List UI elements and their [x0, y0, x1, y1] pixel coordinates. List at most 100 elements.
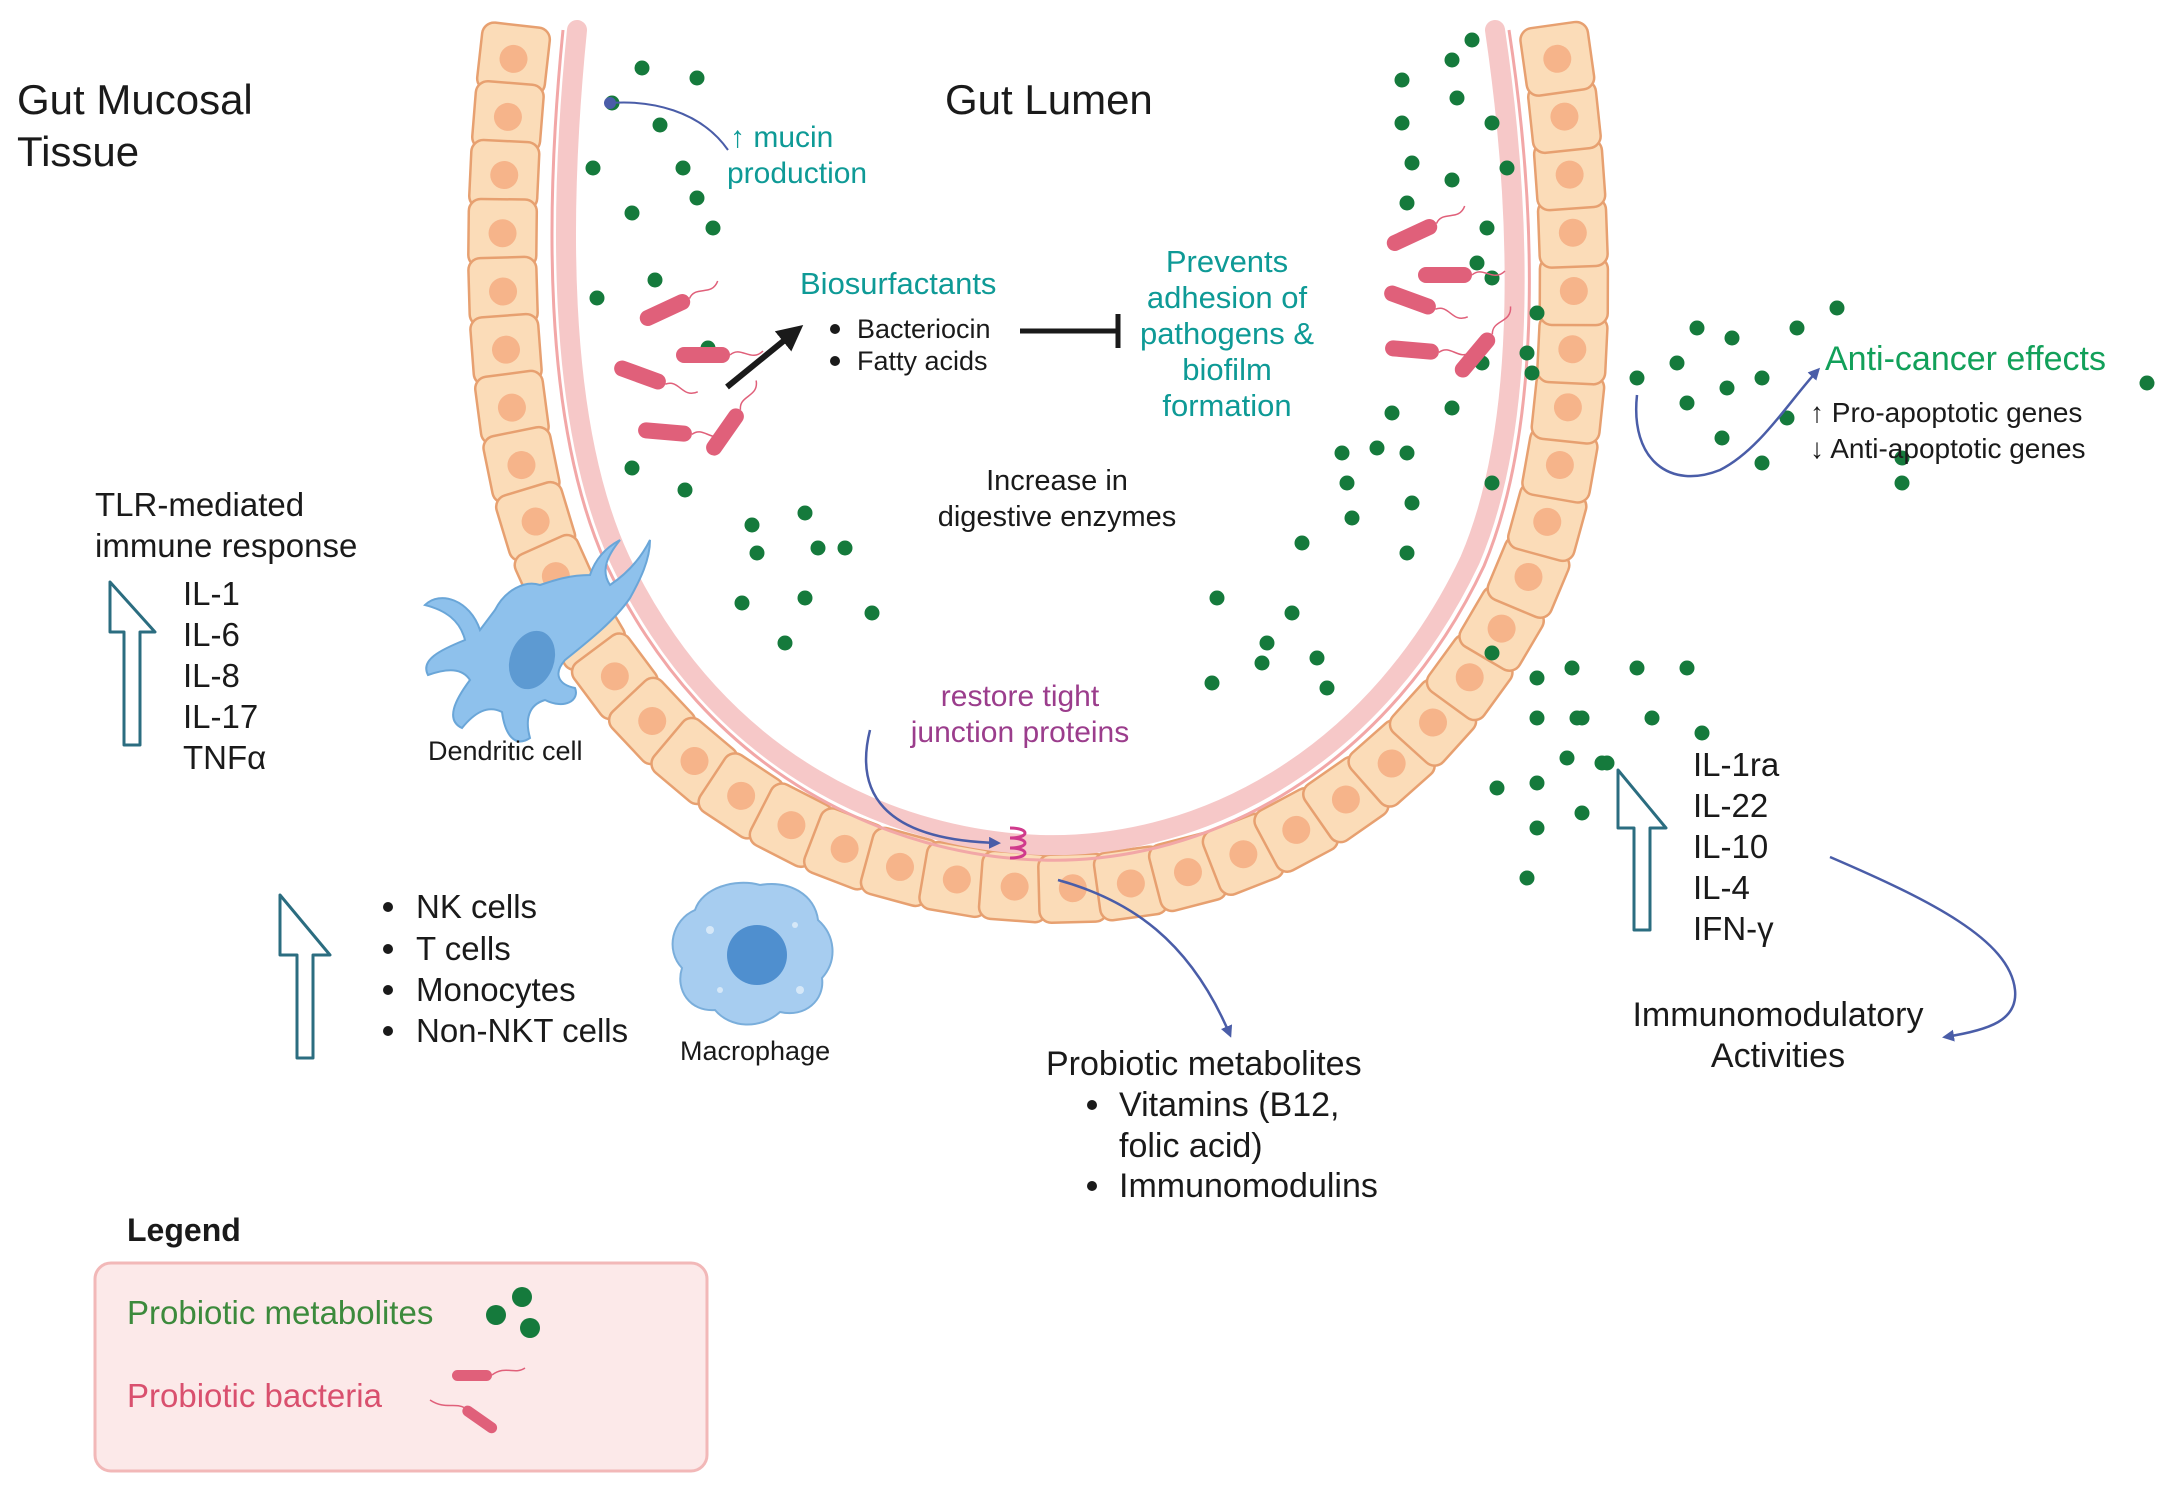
tight-junction-line1: restore tight	[941, 680, 1100, 713]
epithelial-cell	[471, 79, 545, 154]
metabolite-dot	[1259, 635, 1275, 651]
dendritic-cell-icon	[423, 539, 651, 743]
bacterium	[639, 280, 719, 327]
metabolite-dot	[1629, 660, 1645, 676]
up-arrow-icon	[1616, 768, 1668, 932]
metabolite-dot	[1469, 255, 1485, 271]
metabolite-dot	[1559, 750, 1575, 766]
metabolite-dot	[797, 505, 813, 521]
metabolite-dot	[1724, 330, 1740, 346]
dendritic-cell-label: Dendritic cell	[428, 736, 583, 766]
bacterium	[1454, 306, 1512, 378]
metabolite-dot	[1384, 405, 1400, 421]
macrophage-label: Macrophage	[680, 1036, 830, 1066]
enzymes-line2: digestive enzymes	[938, 501, 1177, 533]
metabolite-dot	[1319, 680, 1335, 696]
cytokine-right-item: IL-10	[1693, 828, 1768, 865]
metabolite-dot	[1754, 370, 1770, 386]
epithelial-cell	[1521, 426, 1599, 504]
bacterium	[1418, 267, 1506, 283]
metabolite-dot	[705, 220, 721, 236]
metabolite-dot	[1679, 660, 1695, 676]
metabolite-dot	[1294, 535, 1310, 551]
metabolite-dot	[1529, 775, 1545, 791]
epithelial-cell	[468, 138, 541, 212]
cytokine-right-item: IL-4	[1693, 869, 1750, 906]
metabolite-dot	[1754, 455, 1770, 471]
metabolite-dot	[1399, 545, 1415, 561]
up-arrow-icon	[108, 580, 157, 747]
prevents-adhesion-label: Prevents adhesion of pathogens & biofilm…	[1140, 244, 1314, 423]
metabolite-dot	[1339, 475, 1355, 491]
metabolite-dot	[1204, 675, 1220, 691]
metabolite-dot	[837, 540, 853, 556]
bacterium	[1384, 285, 1469, 320]
epithelial-cell	[1532, 137, 1607, 212]
bullet	[383, 1026, 393, 1036]
bacterium	[1386, 205, 1466, 252]
tight-junction-line2: junction proteins	[910, 716, 1129, 749]
tight-junction-arrow	[864, 729, 1001, 849]
metabolite-dot	[1479, 220, 1495, 236]
cytokine-list-left: IL-1 IL-6 IL-8 IL-17 TNFα	[183, 575, 266, 776]
cytokine-left-item: IL-6	[183, 616, 240, 653]
mucus-layer	[555, 20, 1525, 856]
metabolite-dot	[1629, 370, 1645, 386]
metabolite-item: folic acid)	[1119, 1127, 1263, 1165]
bacterium	[1385, 340, 1473, 360]
metabolite-dot	[1404, 495, 1420, 511]
metabolite-dot	[1334, 445, 1350, 461]
metabolite-dot	[1309, 650, 1325, 666]
metabolite-dot	[1689, 320, 1705, 336]
bullet	[1087, 1181, 1097, 1191]
metabolite-dot	[1484, 475, 1500, 491]
cytokine-list-right: IL-1ra IL-22 IL-10 IL-4 IFN-γ	[1693, 746, 1780, 947]
metabolite-dot	[689, 70, 705, 86]
cytokine-left-item: IL-8	[183, 657, 240, 694]
bullet	[383, 944, 393, 954]
legend-box	[93, 1261, 709, 1473]
metabolite-dot	[624, 460, 640, 476]
biosurfactants-label: Biosurfactants	[800, 266, 996, 301]
prevents-line3: pathogens &	[1140, 316, 1314, 351]
metabolite-dot	[689, 190, 705, 206]
epithelial-cell	[467, 255, 539, 328]
metabolite-dot	[589, 290, 605, 306]
bullet	[383, 985, 393, 995]
metabolite-dot	[1394, 115, 1410, 131]
cytokine-right-item: IFN-γ	[1693, 910, 1774, 947]
metabolite-dot	[1574, 710, 1590, 726]
metabolite-dot	[1449, 90, 1465, 106]
immune-cell-list: NK cells T cells Monocytes Non-NKT cells	[383, 888, 628, 1049]
immunomod-line1: Immunomodulatory	[1632, 996, 1923, 1034]
bacterium	[706, 380, 757, 456]
metabolite-dot	[1444, 400, 1460, 416]
metabolites-arrow	[1057, 878, 1233, 1038]
tight-junction-icon	[1009, 826, 1027, 860]
metabolite-dot	[1789, 320, 1805, 336]
metabolite-dot	[585, 160, 601, 176]
immune-cell-item: NK cells	[416, 888, 537, 925]
epithelial-cell	[469, 312, 543, 387]
prevents-line1: Prevents	[1166, 244, 1288, 279]
immunomodulatory-arrow	[1829, 855, 2017, 1042]
epithelial-cell	[1506, 481, 1588, 563]
metabolite-dot	[1404, 155, 1420, 171]
metabolite-dot	[1829, 300, 1845, 316]
metabolite-dot	[864, 605, 880, 621]
metabolite-dot	[1894, 475, 1910, 491]
metabolite-dot	[675, 160, 691, 176]
metabolite-dot	[677, 482, 693, 498]
bullet	[830, 324, 840, 334]
legend-metabolite-icon	[486, 1287, 540, 1338]
anti-apoptotic-label: ↓ Anti-apoptotic genes	[1810, 433, 2086, 464]
cytokine-right-item: IL-1ra	[1693, 746, 1780, 783]
metabolite-dot	[1529, 710, 1545, 726]
prevents-line5: formation	[1162, 388, 1291, 423]
metabolite-dot	[1599, 755, 1615, 771]
metabolite-dot	[1669, 355, 1685, 371]
immune-cell-item: Non-NKT cells	[416, 1012, 628, 1049]
metabolite-dot	[1679, 395, 1695, 411]
lumen-title: Gut Lumen	[945, 76, 1153, 123]
cytokine-left-item: TNFα	[183, 739, 266, 776]
